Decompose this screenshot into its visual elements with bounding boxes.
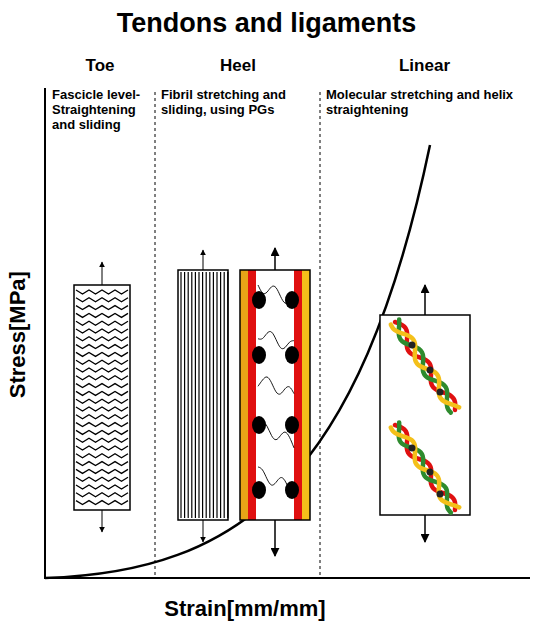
fibril-line: [213, 272, 214, 518]
region-heading: Toe: [45, 56, 155, 76]
crimp-line: [76, 438, 128, 442]
crimped-fascicle: [74, 262, 130, 532]
crimp-line: [76, 430, 128, 434]
helix-strand: [391, 428, 459, 508]
x-axis: [44, 577, 530, 579]
proteoglycan-core: [252, 346, 266, 364]
fibril-line: [184, 272, 185, 518]
fibril-line: [227, 272, 228, 518]
crimp-line: [76, 446, 128, 450]
crosslink: [437, 491, 444, 498]
crimp-line: [76, 399, 128, 403]
fibril-line: [216, 272, 217, 518]
proteoglycan-core: [285, 481, 299, 499]
region-heading: Linear: [322, 56, 527, 76]
crimp-line: [76, 469, 128, 473]
crimp-line: [76, 306, 128, 310]
crosslink: [427, 367, 434, 374]
fibril-line: [209, 272, 210, 518]
fibril-line: [180, 272, 181, 518]
region-heading: Heel: [158, 56, 318, 76]
proteoglycan-core: [252, 291, 266, 309]
crimp-line: [76, 337, 128, 341]
proteoglycan-core: [285, 291, 299, 309]
crimp-line: [76, 329, 128, 333]
crimp-line: [76, 477, 128, 481]
crimp-line: [76, 360, 128, 364]
fibril-line: [220, 272, 221, 518]
region-divider: [155, 92, 156, 578]
crimp-line: [76, 313, 128, 317]
crosslink: [437, 389, 444, 396]
crimp-line: [76, 345, 128, 349]
crimp-line: [76, 352, 128, 356]
region-description: Fascicle level- Straightening and slidin…: [52, 88, 154, 133]
fibril-line: [202, 272, 203, 518]
crimp-line: [76, 376, 128, 380]
fibril-line: [195, 272, 196, 518]
proteoglycan-core: [252, 416, 266, 434]
fibril-line: [191, 272, 192, 518]
crimp-line: [76, 415, 128, 419]
crosslink: [409, 342, 416, 349]
crimp-line: [76, 454, 128, 458]
proteoglycan-core: [285, 346, 299, 364]
crimp-line: [76, 501, 128, 505]
crimp-line: [76, 384, 128, 388]
y-axis: [44, 88, 46, 579]
straightened-fibrils: [178, 250, 228, 542]
proteoglycan-chain: [258, 377, 294, 394]
helix-strand: [391, 325, 459, 408]
crimp-line: [76, 290, 128, 294]
proteoglycan-core: [285, 416, 299, 434]
crimp-line: [76, 407, 128, 411]
region-divider: [320, 92, 321, 578]
stress-strain-curve: [45, 145, 430, 578]
crosslink: [409, 445, 416, 452]
crimp-line: [76, 321, 128, 325]
proteoglycan-chain: [258, 332, 294, 349]
crimp-line: [76, 391, 128, 395]
fibril-line: [224, 272, 225, 518]
crosslink: [427, 469, 434, 476]
proteoglycan-core: [252, 481, 266, 499]
crimp-line: [76, 462, 128, 466]
fibril-line: [206, 272, 207, 518]
diagram-title: Tendons and ligaments: [0, 8, 533, 39]
crimp-line: [76, 493, 128, 497]
crimp-line: [76, 368, 128, 372]
fibril-line: [198, 272, 199, 518]
region-description: Molecular stretching and helix straighte…: [326, 88, 526, 118]
crimp-line: [76, 423, 128, 427]
crimp-line: [76, 298, 128, 302]
collagen-triple-helix: [380, 285, 470, 542]
crimp-line: [76, 485, 128, 489]
axis-label: Strain[mm/mm]: [80, 596, 410, 621]
axis-label: Stress[MPa]: [5, 235, 30, 435]
region-description: Fibril stretching and sliding, using PGs: [161, 88, 317, 118]
fibril-proteoglycan-sliding: [240, 248, 310, 556]
fibril-line: [188, 272, 189, 518]
